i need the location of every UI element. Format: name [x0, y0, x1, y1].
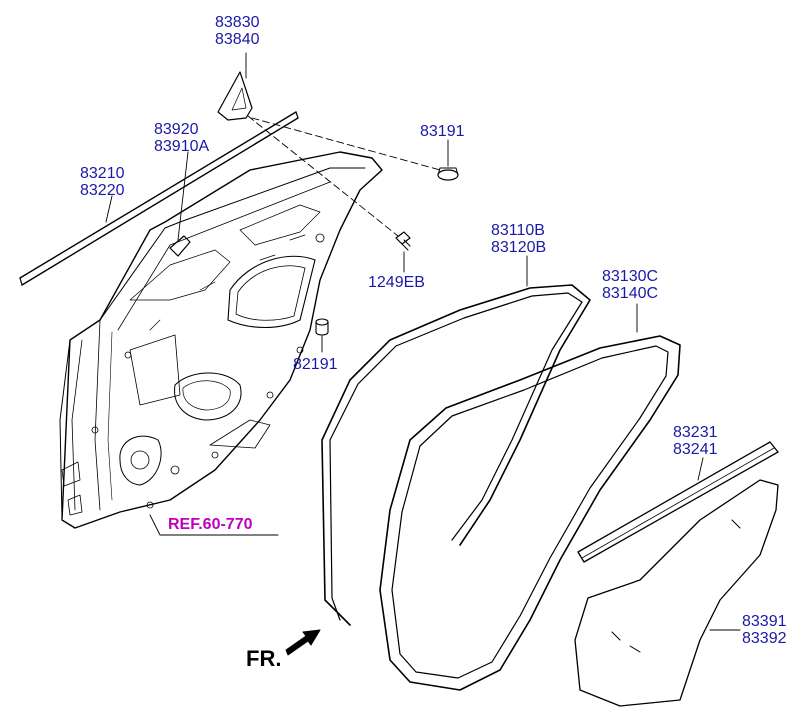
part-code: 83391	[742, 613, 787, 630]
part-code: 83140C	[602, 285, 659, 302]
callout-bumper: 82191	[293, 356, 338, 373]
front-arrow	[285, 629, 321, 656]
part-code: 83231	[673, 424, 718, 441]
outer-belt-strip	[19, 111, 299, 286]
part-code: 83392	[742, 630, 787, 647]
part-code: 83210	[80, 165, 125, 182]
bracket-part	[169, 235, 191, 257]
part-code: 83830	[215, 14, 260, 31]
callout-outer-strip: 83210 83220	[80, 165, 125, 199]
sealing-cover	[574, 479, 779, 707]
part-code: 83840	[215, 31, 260, 48]
part-code: 83110B	[491, 222, 545, 239]
part-code: 83220	[80, 182, 125, 199]
leader-lines	[105, 52, 741, 631]
callout-bracket: 83920 83910A	[154, 121, 209, 155]
front-direction-label: FR.	[246, 646, 282, 671]
bolt-part	[395, 231, 411, 251]
glass-corner-piece	[217, 71, 253, 121]
callout-inner-strip: 83231 83241	[673, 424, 718, 458]
bumper-part	[315, 318, 329, 336]
part-code: 83241	[673, 441, 718, 458]
callout-sealing-cover: 83391 83392	[742, 613, 787, 647]
callout-door-weatherstrip: 83130C 83140C	[602, 268, 658, 302]
callout-plug: 83191	[420, 123, 465, 140]
door-panel	[59, 151, 383, 529]
reference-link[interactable]: REF.60-770	[168, 516, 253, 533]
callout-bolt: 1249EB	[368, 274, 425, 291]
callout-body-weatherstrip: 83110B 83120B	[491, 222, 546, 256]
body-weatherstrip	[321, 284, 591, 626]
part-code: 83920	[154, 121, 199, 138]
part-code: 83910A	[154, 138, 210, 155]
inner-belt-strip	[577, 441, 779, 563]
callout-glass-corner: 83830 83840	[215, 14, 260, 48]
part-code: 83130C	[602, 268, 659, 285]
door-weatherstrip	[379, 335, 681, 691]
part-code: 82191	[293, 356, 338, 373]
plug-part	[437, 167, 459, 181]
part-code: 83191	[420, 123, 465, 140]
part-code: 1249EB	[368, 274, 425, 291]
part-code: 83120B	[491, 239, 547, 256]
